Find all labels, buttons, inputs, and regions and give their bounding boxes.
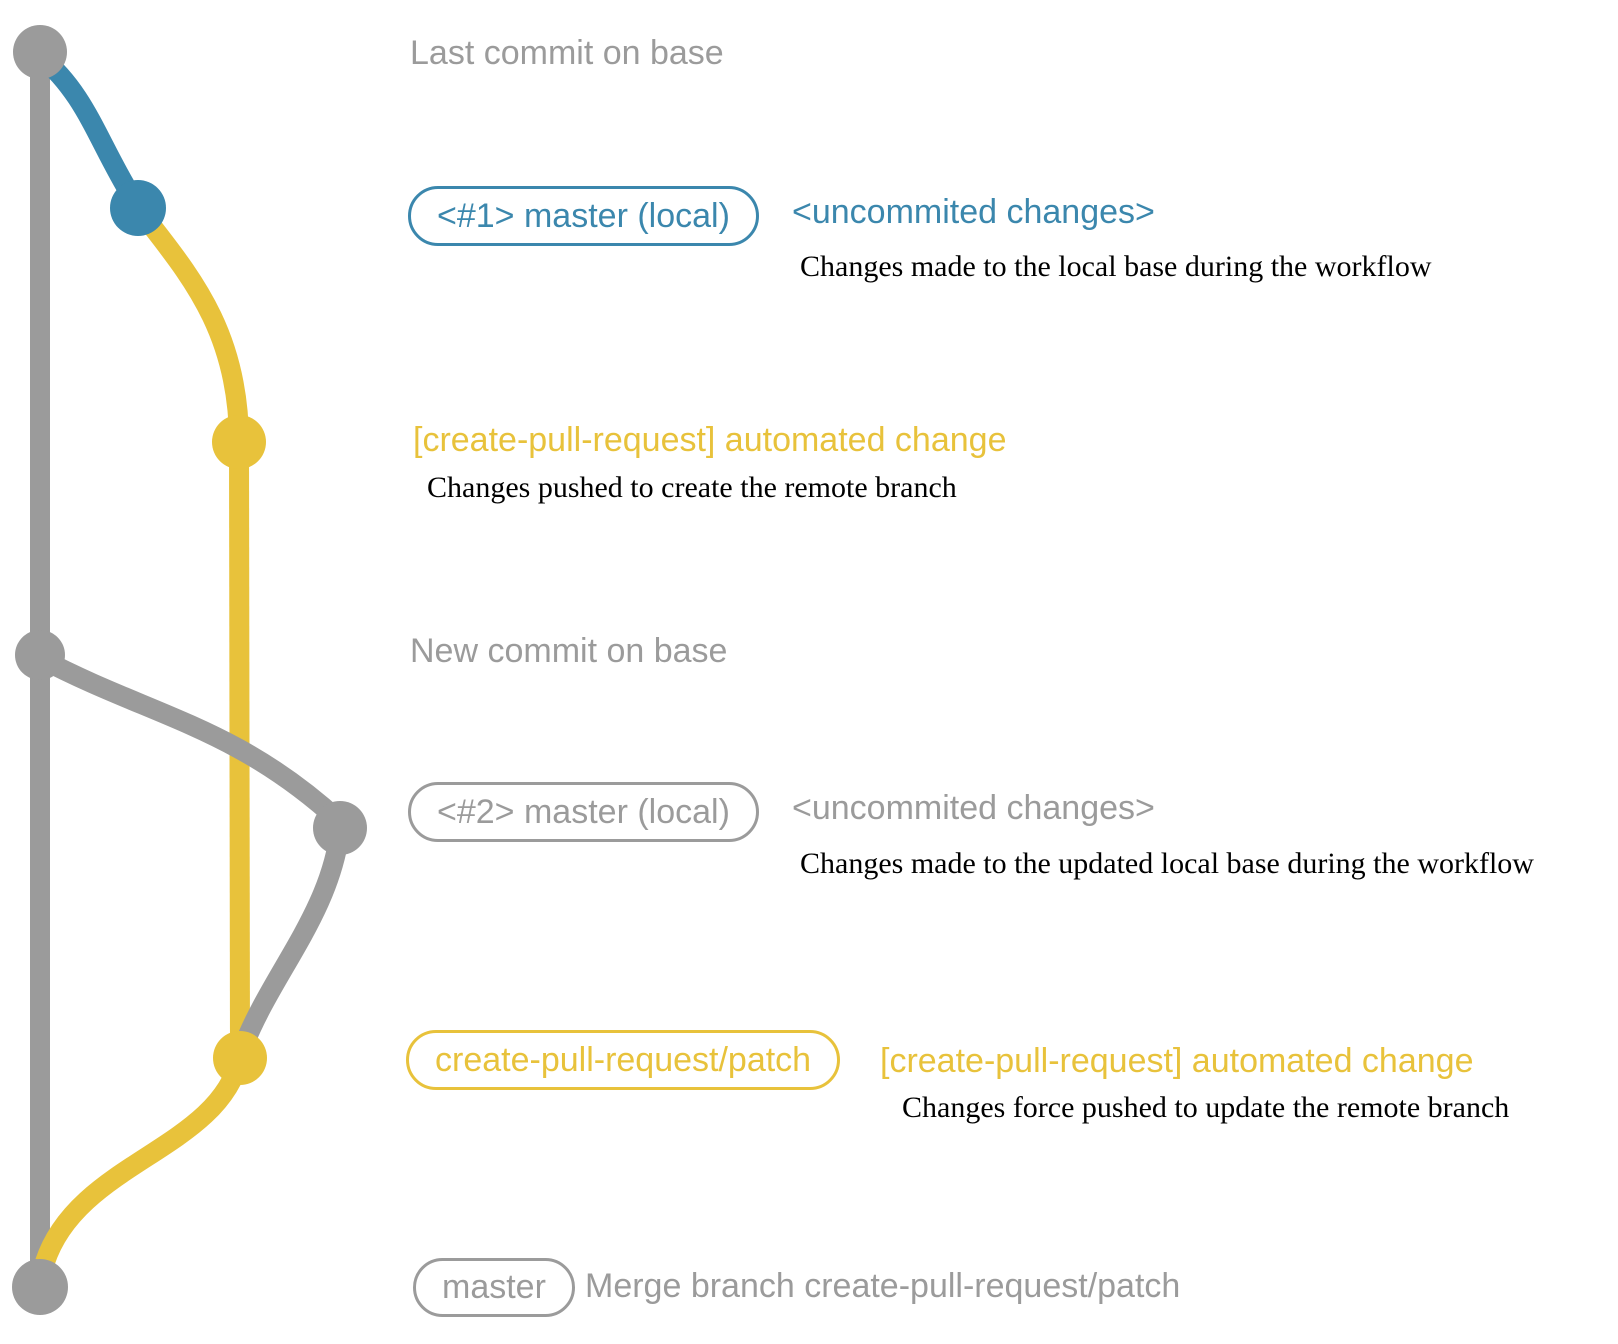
commit-node-master1 xyxy=(110,180,166,236)
commit-node-last-base xyxy=(13,25,67,79)
label-merge-branch: Merge branch create-pull-request/patch xyxy=(585,1267,1181,1305)
commit-node-master2 xyxy=(313,801,367,855)
badge-master-local-2: <#2> master (local) xyxy=(408,782,759,842)
desc-pushed-create-remote: Changes pushed to create the remote bran… xyxy=(427,471,957,504)
badge-create-pull-request-patch: create-pull-request/patch xyxy=(406,1030,841,1090)
label-uncommited-changes-1: <uncommited changes> xyxy=(792,193,1155,231)
label-uncommited-changes-2: <uncommited changes> xyxy=(792,789,1155,827)
desc-updated-local-base-changes: Changes made to the updated local base d… xyxy=(800,847,1534,880)
badge-master-local-1: <#1> master (local) xyxy=(408,186,759,246)
commit-node-patch2 xyxy=(213,1031,267,1085)
commit-graph xyxy=(12,25,367,1315)
label-new-commit-on-base: New commit on base xyxy=(410,632,728,670)
commit-node-patch1 xyxy=(212,415,266,469)
edge-master1-to-patch xyxy=(130,201,249,443)
edge-base-to-master2 xyxy=(35,649,345,828)
edge-master2-to-patch xyxy=(232,828,350,1054)
commit-node-merge xyxy=(12,1259,68,1315)
desc-local-base-changes: Changes made to the local base during th… xyxy=(800,250,1432,283)
edge-patch-to-merge xyxy=(35,1055,250,1266)
label-automated-change-2: [create-pull-request] automated change xyxy=(880,1042,1474,1080)
label-automated-change-1: [create-pull-request] automated change xyxy=(413,421,1007,459)
commit-node-new-base xyxy=(15,630,65,680)
badge-master: master xyxy=(413,1258,575,1317)
desc-force-pushed-update-remote: Changes force pushed to update the remot… xyxy=(902,1091,1510,1124)
edge-base-to-master1 xyxy=(33,48,141,203)
label-last-commit-on-base: Last commit on base xyxy=(410,34,724,72)
